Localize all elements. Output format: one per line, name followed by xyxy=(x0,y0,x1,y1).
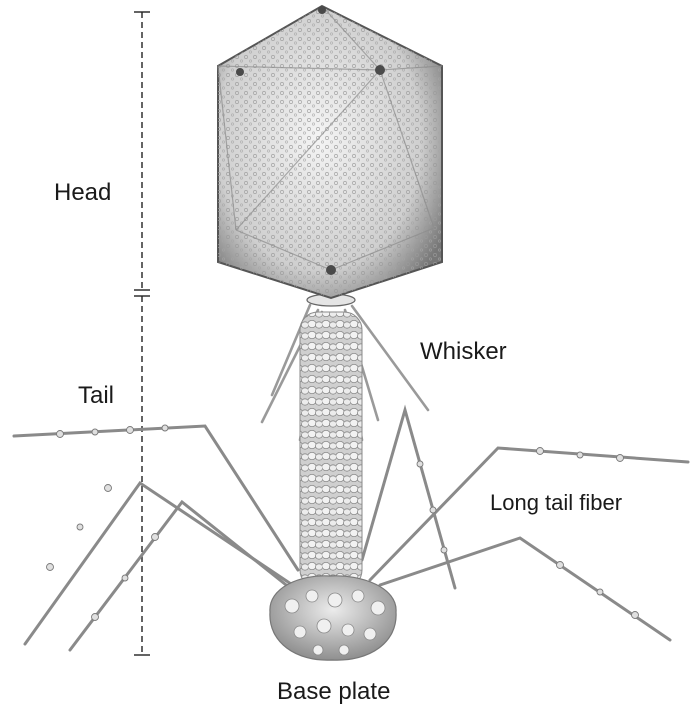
head-scale-bar xyxy=(134,12,150,292)
head-capsid xyxy=(218,6,442,298)
base-plate xyxy=(270,576,396,660)
label-base-plate: Base plate xyxy=(277,680,390,704)
tail-scale-bar xyxy=(134,296,150,655)
label-head: Head xyxy=(54,181,111,205)
label-long-tail-fiber: Long tail fiber xyxy=(490,492,622,514)
label-whisker: Whisker xyxy=(420,340,507,364)
tail-sheath xyxy=(300,312,362,588)
label-tail: Tail xyxy=(78,384,114,408)
